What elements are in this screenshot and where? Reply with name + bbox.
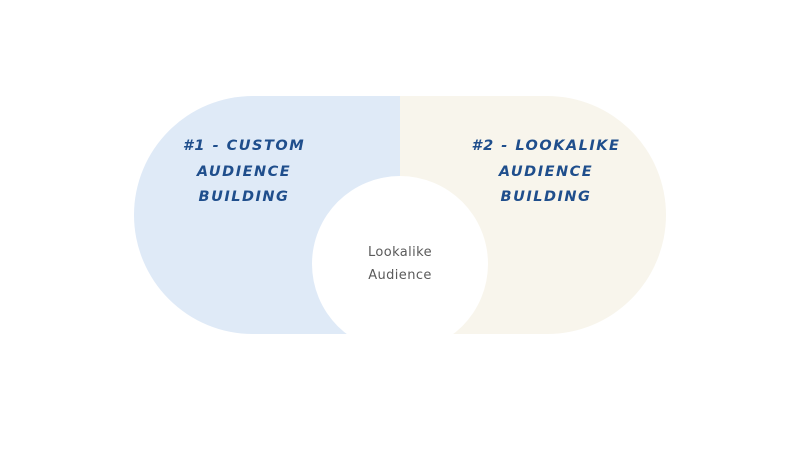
center-label: Lookalike Audience (320, 241, 480, 287)
lookalike-audience-title-line: #2 - LOOKALIKE (471, 138, 621, 154)
center-label-line: Lookalike (367, 245, 433, 260)
center-label-line: Audience (368, 268, 432, 283)
custom-audience-title: #1 - CUSTOM AUDIENCE BUILDING (144, 134, 344, 211)
lookalike-audience-title: #2 - LOOKALIKE AUDIENCE BUILDING (446, 134, 646, 211)
lookalike-audience-title-line: BUILDING (500, 189, 592, 205)
center-circle (312, 176, 488, 352)
custom-audience-title-line: AUDIENCE (196, 163, 292, 180)
custom-audience-title-line: #1 - CUSTOM (182, 138, 306, 154)
custom-audience-title-line: BUILDING (198, 189, 290, 205)
lookalike-audience-title-line: AUDIENCE (498, 163, 594, 180)
